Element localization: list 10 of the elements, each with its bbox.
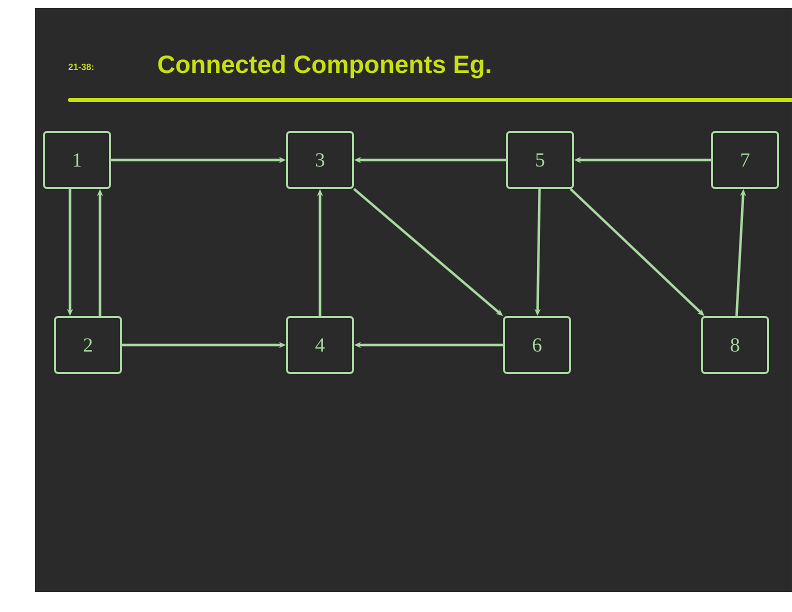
- vertex-box: 7: [711, 130, 779, 189]
- vertex-box: 2: [54, 316, 122, 374]
- slide-title: Connected Components Eg.: [158, 54, 490, 78]
- vertex-box: 4: [286, 316, 354, 374]
- vertex-box: 5: [506, 130, 574, 189]
- vertex-box: 6: [503, 316, 571, 374]
- vertex-box: 3: [286, 130, 354, 189]
- slide-number: 21-38:: [68, 64, 94, 70]
- vertex-box: 8: [701, 316, 769, 374]
- vertex-box: 1: [43, 130, 111, 189]
